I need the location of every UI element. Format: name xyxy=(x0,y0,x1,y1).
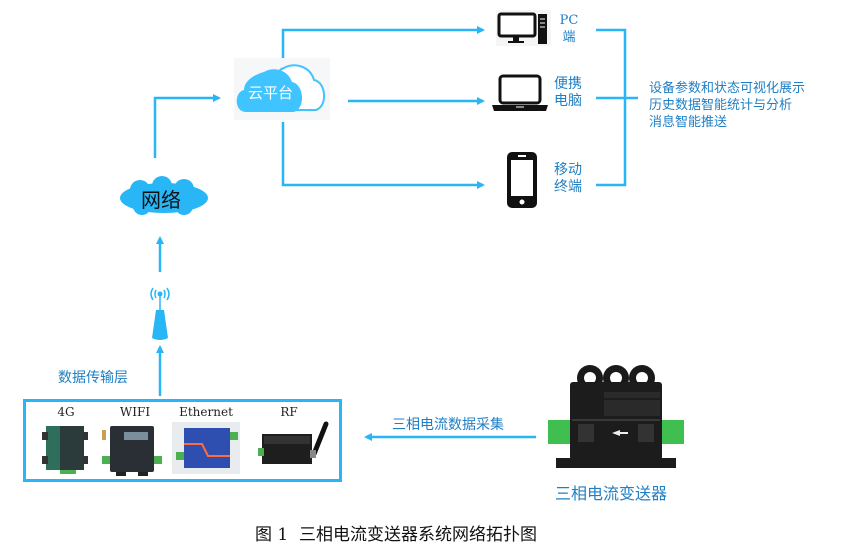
terminal-mobile xyxy=(505,151,539,209)
features-list: 设备参数和状态可视化展示 历史数据智能统计与分析 消息智能推送 xyxy=(649,80,805,131)
current-transmitter-icon xyxy=(548,365,684,468)
module-wifi-label: WIFI xyxy=(119,405,151,419)
three-phase-transmitter xyxy=(548,362,684,470)
module-4g-label: 4G xyxy=(57,405,75,419)
terminal-laptop xyxy=(492,72,548,114)
desktop-computer-icon xyxy=(497,12,547,44)
ethernet-serial-server-icon xyxy=(172,422,240,474)
transmission-layer-label: 数据传输层 xyxy=(58,370,128,386)
arrow-network-to-cloud xyxy=(153,94,221,158)
laptop-icon xyxy=(492,74,548,111)
arrow-cloud-to-pc xyxy=(281,26,485,60)
feature-item: 设备参数和状态可视化展示 xyxy=(649,81,806,96)
terminal-mobile-label: 移动 终端 xyxy=(554,162,582,195)
4g-dtu-module-icon xyxy=(42,426,88,474)
arrow-cloud-to-mobile xyxy=(281,122,485,189)
smartphone-icon xyxy=(507,152,537,208)
network-cloud-icon xyxy=(120,176,208,215)
cloud-platform-label: 云平台 xyxy=(248,84,294,102)
module-rf-label: RF xyxy=(280,405,298,419)
wifi-module-icon xyxy=(102,426,162,476)
transmitter-label: 三相电流变送器 xyxy=(555,484,668,503)
acquisition-label: 三相电流数据采集 xyxy=(392,417,504,433)
wireless-antenna xyxy=(146,284,174,342)
feature-bracket xyxy=(596,28,627,187)
terminal-pc-label: PC 端 xyxy=(559,13,579,45)
module-ethernet-label: Ethernet xyxy=(179,405,233,419)
transmission-modules-box: 4G WIFI Ethernet RF xyxy=(23,399,342,482)
terminal-pc xyxy=(496,10,551,46)
cloud-icon xyxy=(236,64,325,112)
network-node: 网络 xyxy=(118,176,210,218)
feature-item: 历史数据智能统计与分析 xyxy=(649,98,793,113)
antenna-icon xyxy=(150,287,170,340)
terminal-laptop-label: 便携 电脑 xyxy=(554,76,582,109)
feature-item: 消息智能推送 xyxy=(649,115,728,130)
network-label: 网络 xyxy=(141,188,181,212)
cloud-platform-node: 云平台 xyxy=(234,58,330,120)
rf-wireless-module-icon xyxy=(258,421,329,464)
figure-caption: 图 1 三相电流变送器系统网络拓扑图 xyxy=(255,525,538,545)
